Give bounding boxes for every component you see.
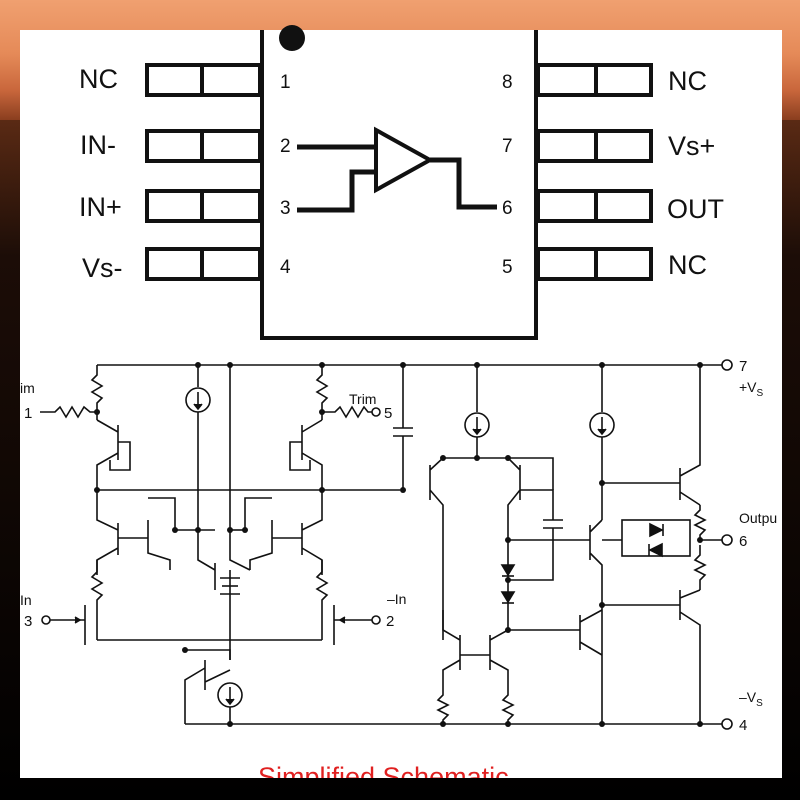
in-minus-label: –In — [387, 591, 406, 607]
vplus-pin-number: 7 — [739, 358, 747, 375]
wire-output — [430, 157, 497, 210]
input-stage-left — [96, 419, 400, 575]
opamp-triangle — [374, 126, 435, 194]
vminus-label: –VS — [739, 689, 763, 709]
trim-resistor-left — [40, 405, 97, 419]
vminus-terminal — [721, 718, 733, 730]
pin-label-7: Vs+ — [668, 131, 715, 161]
resistor-emitter-left — [90, 560, 104, 610]
output-label: Outpu — [739, 510, 777, 526]
ic-package-body — [260, 30, 538, 340]
pin-number-1: 1 — [280, 72, 291, 93]
input-stage-right — [230, 419, 323, 575]
resistor-left-top — [90, 365, 104, 420]
pin-number-4: 4 — [280, 257, 291, 278]
second-stage — [429, 455, 590, 724]
right-pin-leads — [536, 63, 653, 281]
vminus-pin-number: 4 — [739, 717, 747, 734]
trim-resistor-right — [322, 405, 372, 419]
trim-right-label: Trim — [349, 391, 376, 407]
capacitor-c1 — [393, 365, 413, 490]
pin-label-2: IN- — [80, 130, 116, 160]
pin-number-7: 7 — [502, 136, 513, 157]
pin-label-5: NC — [668, 250, 707, 280]
trim-right-pin-number: 5 — [384, 405, 392, 422]
pin-number-6: 6 — [502, 198, 513, 219]
pin-number-5: 5 — [502, 257, 513, 278]
pin-label-1: NC — [79, 64, 118, 94]
trim-left-pin-number: 1 — [24, 405, 32, 422]
pin-label-8: NC — [668, 66, 707, 96]
schematic — [40, 359, 733, 730]
current-source-3 — [589, 365, 615, 520]
tail-transistor — [184, 649, 231, 724]
output-pin-number: 6 — [739, 533, 747, 550]
trim-left-label: im — [20, 380, 35, 396]
pin-label-3: IN+ — [79, 192, 122, 222]
in-plus-pin-number: 3 — [24, 613, 32, 630]
current-source-1 — [185, 365, 211, 532]
resistor-right-top — [315, 365, 329, 420]
pin-label-6: OUT — [667, 194, 724, 224]
resistor-emitter-right — [315, 560, 329, 610]
pin-number-2: 2 — [280, 136, 291, 157]
current-source-2 — [464, 365, 490, 458]
wire-in-plus — [297, 169, 376, 213]
pin-label-4: Vs- — [82, 253, 123, 283]
output-stage — [508, 365, 733, 724]
vplus-label: +VS — [739, 379, 764, 399]
schematic-caption: Simplified Schematic — [258, 762, 509, 792]
ic-pinout — [145, 25, 653, 340]
pin-number-8: 8 — [502, 72, 513, 93]
pin1-dot-marker — [279, 25, 305, 51]
vplus-terminal — [721, 359, 733, 371]
input-jfet-right — [321, 605, 381, 645]
center-pair — [94, 365, 325, 660]
current-source-4 — [217, 682, 243, 724]
in-minus-pin-number: 2 — [386, 613, 394, 630]
input-jfet-left — [50, 605, 98, 645]
in-plus-label: In — [20, 592, 32, 608]
pin-number-3: 3 — [280, 198, 291, 219]
left-pin-leads — [145, 63, 262, 281]
